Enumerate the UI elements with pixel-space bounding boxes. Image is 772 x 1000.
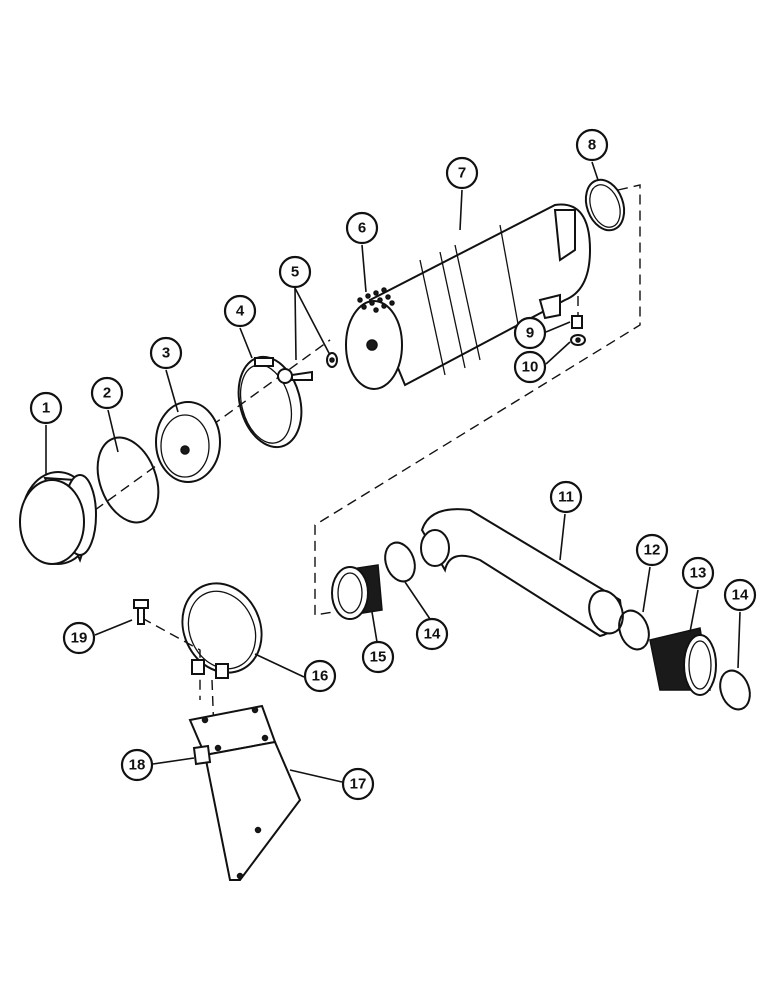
leader-lines bbox=[45, 161, 741, 783]
part-9-valve bbox=[571, 315, 583, 329]
part-15-hose-connector bbox=[331, 564, 383, 620]
svg-text:7: 7 bbox=[458, 165, 466, 182]
callout-8: 8 bbox=[575, 128, 609, 162]
callout-2: 2 bbox=[90, 376, 124, 410]
part-13-hose-connector bbox=[649, 627, 717, 696]
part-14-clamp-left bbox=[384, 541, 416, 583]
svg-text:1: 1 bbox=[42, 400, 50, 417]
callout-15: 15 bbox=[361, 640, 395, 674]
callout-7: 7 bbox=[445, 156, 479, 190]
part-5-wing-nut bbox=[277, 352, 338, 384]
intake-holes bbox=[357, 287, 395, 313]
callout-10: 10 bbox=[513, 350, 547, 384]
callouts: 1 2 3 4 5 6 7 8 bbox=[29, 128, 757, 801]
svg-text:15: 15 bbox=[370, 649, 387, 666]
callout-1: 1 bbox=[29, 391, 63, 425]
part-12-clamp bbox=[618, 609, 650, 651]
svg-text:19: 19 bbox=[71, 630, 88, 647]
svg-text:10: 10 bbox=[522, 359, 539, 376]
part-6-intake-cap bbox=[345, 287, 403, 390]
svg-text:11: 11 bbox=[558, 489, 574, 506]
part-18-nut bbox=[192, 744, 212, 766]
callout-5: 5 bbox=[278, 255, 312, 289]
callout-18: 18 bbox=[120, 748, 154, 782]
svg-text:12: 12 bbox=[644, 542, 661, 559]
part-10-nut bbox=[570, 334, 586, 346]
part-2-o-ring bbox=[96, 436, 160, 524]
part-14-clamp-right bbox=[719, 669, 751, 711]
callout-13: 13 bbox=[681, 556, 715, 590]
svg-text:14: 14 bbox=[732, 587, 749, 604]
part-4-band-clamp bbox=[237, 355, 303, 449]
svg-text:6: 6 bbox=[358, 220, 366, 237]
svg-text:9: 9 bbox=[526, 325, 534, 342]
part-1-end-cap bbox=[19, 471, 97, 565]
part-16-band-strap bbox=[181, 582, 263, 679]
svg-text:14: 14 bbox=[424, 626, 441, 643]
svg-text:8: 8 bbox=[588, 137, 596, 154]
callout-12: 12 bbox=[635, 533, 669, 567]
callout-19: 19 bbox=[62, 621, 96, 655]
svg-text:5: 5 bbox=[291, 264, 299, 281]
svg-text:17: 17 bbox=[350, 776, 367, 793]
part-8-clamp-ring bbox=[584, 178, 626, 232]
callout-4: 4 bbox=[223, 294, 257, 328]
callout-6: 6 bbox=[345, 211, 379, 245]
part-17-mounting-bracket bbox=[188, 704, 302, 881]
svg-text:4: 4 bbox=[236, 303, 245, 320]
part-19-bolt bbox=[133, 599, 149, 625]
part-7-air-cleaner-body bbox=[368, 203, 592, 387]
svg-text:2: 2 bbox=[103, 385, 111, 402]
callout-9: 9 bbox=[513, 316, 547, 350]
svg-text:16: 16 bbox=[312, 668, 329, 685]
part-11-elbow-pipe bbox=[420, 508, 624, 638]
callout-11: 11 bbox=[549, 480, 583, 514]
callout-14-right: 14 bbox=[723, 578, 757, 612]
svg-text:18: 18 bbox=[129, 757, 146, 774]
callout-14-left: 14 bbox=[415, 617, 449, 651]
part-3-filter-cover bbox=[155, 401, 221, 483]
svg-text:13: 13 bbox=[690, 565, 707, 582]
callout-17: 17 bbox=[341, 767, 375, 801]
callout-3: 3 bbox=[149, 336, 183, 370]
svg-text:3: 3 bbox=[162, 345, 170, 362]
callout-16: 16 bbox=[303, 659, 337, 693]
